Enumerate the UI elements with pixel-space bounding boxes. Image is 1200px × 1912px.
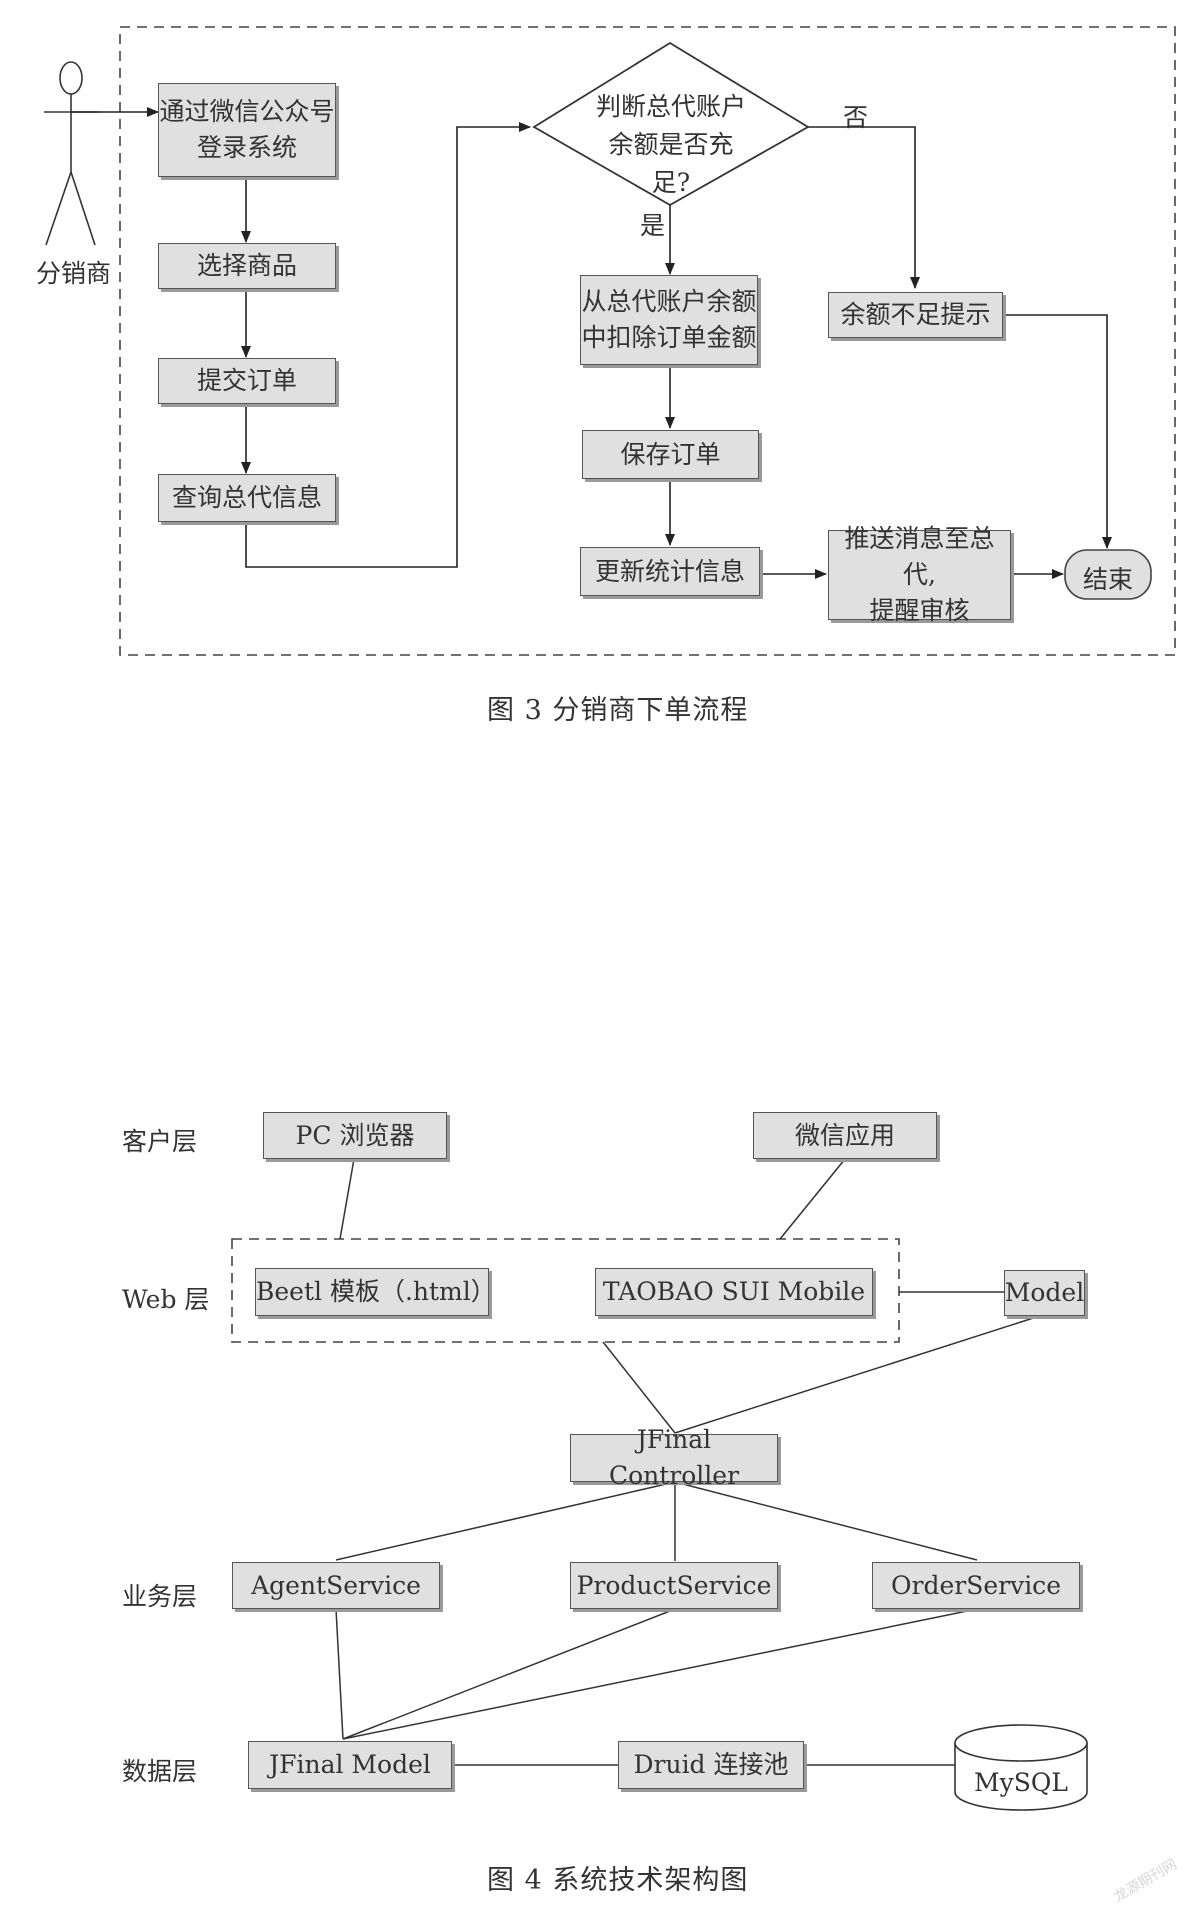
layer-label-data: 数据层 xyxy=(122,1757,198,1786)
step-save-order: 保存订单 xyxy=(582,430,759,479)
node-agent-service: AgentService xyxy=(232,1562,440,1609)
node-product-service-label: ProductService xyxy=(576,1570,772,1600)
node-model-label: Model xyxy=(1004,1278,1085,1307)
node-product-service: ProductService xyxy=(570,1562,778,1609)
layer-label-business: 业务层 xyxy=(122,1582,198,1611)
figure4-caption: 图 4 系统技术架构图 xyxy=(487,1865,749,1896)
step-push-message-label: 推送消息至总代, 提醒审核 xyxy=(844,524,995,625)
step-deduct-balance-label: 从总代账户余额 中扣除订单金额 xyxy=(581,287,757,352)
step-save-order-label: 保存订单 xyxy=(620,439,721,469)
node-druid-pool-label: Druid 连接池 xyxy=(633,1750,789,1779)
node-jfinal-controller: JFinal Controller xyxy=(570,1425,778,1490)
decision-label: 判断总代账户 余额是否充足? xyxy=(595,92,746,197)
node-order-service: OrderService xyxy=(872,1562,1080,1609)
step-select-goods: 选择商品 xyxy=(158,243,336,289)
step-login: 通过微信公众号 登录系统 xyxy=(158,83,336,177)
node-order-service-label: OrderService xyxy=(891,1570,1061,1600)
node-wechat-app-label: 微信应用 xyxy=(794,1120,895,1150)
node-beetl-template: Beetl 模板（.html） xyxy=(255,1268,496,1316)
step-insufficient-balance-label: 余额不足提示 xyxy=(840,300,991,329)
step-insufficient-balance: 余额不足提示 xyxy=(828,292,1003,338)
node-taobao-sui-mobile-label: TAOBAO SUI Mobile xyxy=(602,1277,866,1306)
node-jfinal-controller-label: JFinal Controller xyxy=(608,1425,740,1490)
node-agent-service-label: AgentService xyxy=(251,1570,421,1600)
step-query-agent: 查询总代信息 xyxy=(158,474,336,522)
actor-label: 分销商 xyxy=(36,259,112,288)
node-pc-browser: PC 浏览器 xyxy=(263,1112,447,1159)
end-label: 结束 xyxy=(1082,565,1133,594)
step-submit-order-label: 提交订单 xyxy=(196,366,297,395)
figure3-frame xyxy=(119,26,1176,656)
branch-no-label: 否 xyxy=(843,103,869,132)
step-update-stats-label: 更新统计信息 xyxy=(594,556,745,586)
branch-yes-label: 是 xyxy=(640,211,666,240)
node-jfinal-model-label: JFinal Model xyxy=(269,1750,431,1779)
node-pc-browser-label: PC 浏览器 xyxy=(295,1120,415,1150)
node-beetl-template-label: Beetl 模板（.html） xyxy=(256,1277,496,1306)
node-jfinal-model: JFinal Model xyxy=(248,1741,452,1789)
layer-label-client: 客户层 xyxy=(122,1127,198,1156)
step-submit-order: 提交订单 xyxy=(158,358,336,404)
figure3-caption: 图 3 分销商下单流程 xyxy=(487,695,749,726)
node-druid-pool: Druid 连接池 xyxy=(618,1741,804,1789)
step-push-message: 推送消息至总代, 提醒审核 xyxy=(828,524,1011,625)
node-mysql-label: MySQL xyxy=(974,1768,1068,1797)
step-login-label: 通过微信公众号 登录系统 xyxy=(159,97,335,162)
node-model: Model xyxy=(1004,1270,1085,1316)
layer-label-web: Web 层 xyxy=(122,1285,210,1314)
step-update-stats: 更新统计信息 xyxy=(580,547,760,596)
node-wechat-app: 微信应用 xyxy=(753,1112,937,1159)
web-layer-frame xyxy=(231,1238,900,1343)
step-select-goods-label: 选择商品 xyxy=(196,251,297,280)
actor-stick-figure xyxy=(44,61,98,246)
step-query-agent-label: 查询总代信息 xyxy=(171,483,322,512)
end-terminal xyxy=(1064,549,1152,600)
step-deduct-balance: 从总代账户余额 中扣除订单金额 xyxy=(580,275,758,365)
node-taobao-sui-mobile: TAOBAO SUI Mobile xyxy=(595,1268,873,1316)
mysql-cylinder xyxy=(954,1724,1088,1811)
